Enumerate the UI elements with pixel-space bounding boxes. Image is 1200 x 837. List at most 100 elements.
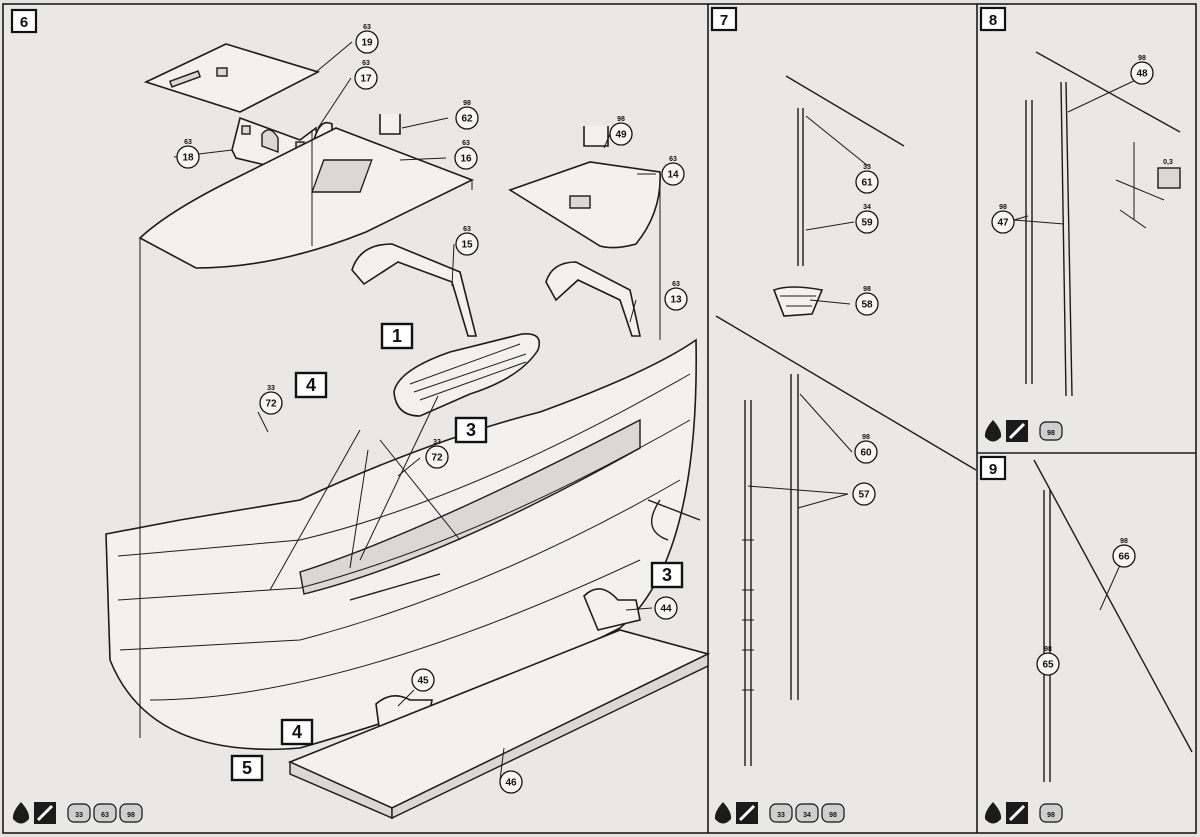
step-8-drawing — [1013, 51, 1181, 397]
paint-code: 98 — [999, 204, 1007, 211]
paint-code: 98 — [617, 116, 625, 123]
part-number-circle — [411, 668, 435, 692]
glue-drop-icon — [984, 802, 1002, 824]
step-number: 6 — [20, 14, 28, 31]
part-number: 46 — [505, 778, 517, 789]
part-label-p47: 47 98 — [991, 204, 1015, 234]
paint-code: 98 — [1044, 646, 1052, 653]
part-number-circle — [1112, 544, 1136, 568]
callout-4: 4 — [294, 371, 328, 399]
part-label-p14: 14 63 — [661, 156, 685, 186]
part-label-p49: 49 98 — [609, 116, 633, 146]
part-number: 65 — [1042, 660, 1054, 671]
paint-pot-icon — [1039, 421, 1063, 441]
part-number: 14 — [667, 170, 679, 181]
part-number: 61 — [861, 178, 873, 189]
callout-label: 4 — [292, 722, 302, 742]
paint-code: 98 — [463, 100, 471, 107]
part-number-circle — [654, 596, 678, 620]
callout-label: 3 — [662, 565, 672, 585]
step-number: 7 — [720, 12, 728, 29]
step-8-box: 8 — [979, 6, 1007, 32]
paint-code: 63 — [462, 140, 470, 147]
part-number: 18 — [182, 153, 194, 164]
part-number-circle — [499, 770, 523, 794]
part-number: 48 — [1136, 69, 1148, 80]
part-number-circle — [455, 232, 479, 256]
callout-3: 3 — [454, 416, 488, 444]
paint-pot-code: 34 — [803, 812, 811, 819]
paint-code: 63 — [184, 139, 192, 146]
step-9-box: 9 — [979, 455, 1007, 481]
part-number-circle — [425, 445, 449, 469]
paint-pot-icon — [795, 803, 819, 823]
quarter-deck — [138, 127, 475, 269]
part-label-p66: 66 98 — [1112, 538, 1136, 568]
part-number: 49 — [615, 130, 627, 141]
part-number-circle — [854, 440, 878, 464]
paint-pot-code: 98 — [829, 812, 837, 819]
paint-pot-icon — [93, 803, 117, 823]
part-label-p48: 48 98 — [1130, 55, 1154, 85]
part-number: 62 — [461, 114, 473, 125]
paint-code: 63 — [672, 281, 680, 288]
paint-pot-code: 98 — [1047, 430, 1055, 437]
roof-panel — [143, 43, 321, 113]
paint-code: 98 — [863, 286, 871, 293]
part-number-circle — [355, 30, 379, 54]
step-7-drawing — [715, 75, 977, 766]
paint-code: 98 — [1120, 538, 1128, 545]
paint-code: 98 — [1138, 55, 1146, 62]
part-label-p58: 58 98 — [855, 286, 879, 316]
callout-label: 4 — [306, 375, 316, 395]
part-number-circle — [855, 292, 879, 316]
yard — [785, 75, 905, 147]
paint-code: 98 — [862, 434, 870, 441]
part-number-circle — [991, 210, 1015, 234]
part-number: 58 — [861, 300, 873, 311]
crows-nest — [772, 286, 824, 317]
paint-code: 63 — [463, 226, 471, 233]
part-number-circle — [1036, 652, 1060, 676]
part-number-labels: 1963176362981863166349981463156313637233… — [176, 24, 1154, 794]
part-number: 57 — [858, 490, 870, 501]
paint-pot-code: 63 — [101, 812, 109, 819]
part-number-circle — [176, 145, 200, 169]
part-number-circle — [454, 146, 478, 170]
yard — [1035, 51, 1181, 133]
part-number-circle — [455, 106, 479, 130]
hull-stand — [583, 588, 641, 631]
part-number-circle — [1130, 61, 1154, 85]
part-label-p45: 45 — [411, 668, 435, 692]
legend-step9: 98 — [984, 802, 1063, 824]
bitts — [379, 114, 401, 135]
part-number: 47 — [997, 218, 1009, 229]
glue-drop-icon — [714, 802, 732, 824]
callout-3: 3 — [650, 561, 684, 589]
part-number-circle — [852, 482, 876, 506]
part-number: 72 — [265, 399, 277, 410]
deck-beam — [351, 243, 478, 337]
part-number: 66 — [1118, 552, 1130, 563]
paint-code: 33 — [433, 439, 441, 446]
part-number: 15 — [461, 240, 473, 251]
paint-pot-icon — [119, 803, 143, 823]
part-label-p61: 61 33 — [855, 164, 879, 194]
bitts — [583, 126, 609, 147]
paint-code: 33 — [863, 164, 871, 171]
part-number: 19 — [361, 38, 373, 49]
callout-label: 3 — [466, 420, 476, 440]
glue-drop-icon — [12, 802, 30, 824]
paint-code: 63 — [669, 156, 677, 163]
step-number: 8 — [989, 12, 997, 29]
paint-pot-icon — [67, 803, 91, 823]
part-number-circle — [354, 66, 378, 90]
ship-boat — [393, 333, 541, 417]
